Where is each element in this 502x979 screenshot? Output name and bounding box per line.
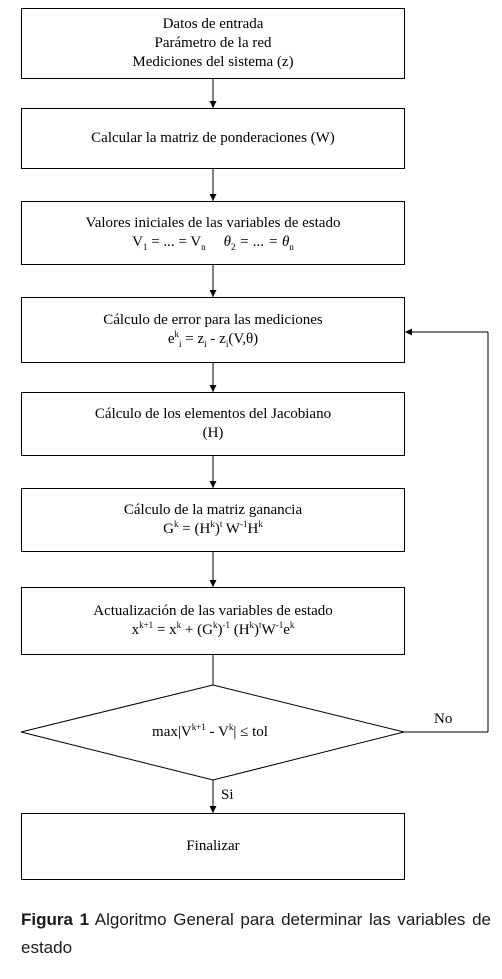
initial-eq-theta: θ bbox=[223, 234, 232, 250]
update-eq-p5-sup: t bbox=[259, 620, 262, 630]
decision-eq-b: - V bbox=[205, 724, 229, 740]
update-eq-p7-sup: k bbox=[289, 620, 295, 630]
caption-text: Algoritmo General para determinar las va… bbox=[21, 910, 491, 957]
input-line-2: Parámetro de la red bbox=[154, 35, 272, 51]
initial-eq-v-sub1: 1 bbox=[142, 242, 148, 252]
initial-eq-theta-subn: n bbox=[289, 242, 294, 252]
update-eq-x: x bbox=[131, 622, 140, 638]
initial-line-1: Valores iniciales de las variables de es… bbox=[85, 215, 341, 231]
step-input-data: Datos de entrada Parámetro de la red Med… bbox=[21, 8, 405, 79]
label-yes: Si bbox=[221, 787, 234, 803]
initial-eq-v-mid: = ... = V bbox=[147, 234, 202, 250]
error-eq-z2-sub: i bbox=[225, 339, 229, 349]
error-eq-mid2: - z bbox=[206, 331, 226, 347]
step-measurement-error: Cálculo de error para las mediciones eki… bbox=[21, 297, 405, 363]
update-eq-p6: W bbox=[261, 622, 276, 638]
update-equation: xk+1 = xk + (Gk)-1 (Hk)tW-1ek bbox=[132, 621, 295, 640]
caption-figure-number: Figura 1 bbox=[21, 910, 90, 929]
update-eq-p4-sup: k bbox=[249, 620, 255, 630]
input-line-1: Datos de entrada bbox=[162, 16, 264, 32]
error-eq-e-sup: k bbox=[174, 329, 180, 339]
gain-eq-p3-sup: -1 bbox=[239, 519, 248, 529]
decision-eq-b-sup: k bbox=[228, 722, 234, 732]
update-eq-p2: + (G bbox=[181, 622, 213, 638]
gain-eq-p2: ) bbox=[214, 521, 220, 537]
error-line-1: Cálculo de error para las mediciones bbox=[103, 312, 323, 328]
jacobian-line-1: Cálculo de los elementos del Jacobiano bbox=[94, 406, 332, 422]
jacobian-line-2: (H) bbox=[202, 425, 224, 441]
weights-line-1: Calcular la matriz de ponderaciones (W) bbox=[91, 130, 335, 146]
gain-eq-p4: H bbox=[247, 521, 259, 537]
figure-caption: Figura 1 Algoritmo General para determin… bbox=[21, 906, 491, 962]
step-initial-values: Valores iniciales de las variables de es… bbox=[21, 201, 405, 265]
update-line-1: Actualización de las variables de estado bbox=[93, 603, 333, 619]
step-update-state: Actualización de las variables de estado… bbox=[21, 587, 405, 655]
update-eq-p3: ) bbox=[217, 622, 223, 638]
update-eq-p6-sup: -1 bbox=[275, 620, 284, 630]
update-eq-p5: ) bbox=[254, 622, 260, 638]
error-eq-e-sub: i bbox=[179, 339, 182, 349]
update-eq-x-sup: k+1 bbox=[139, 620, 154, 630]
finish-line-1: Finalizar bbox=[186, 838, 240, 854]
update-eq-p1: = x bbox=[153, 622, 177, 638]
decision-eq-a: max|V bbox=[152, 724, 192, 740]
gain-eq-p1-sup: k bbox=[210, 519, 215, 529]
initial-eq-v-subn: n bbox=[201, 242, 206, 252]
error-equation: eki = zi - zi(V,θ) bbox=[168, 330, 258, 349]
update-eq-p2-sup: k bbox=[212, 620, 218, 630]
initial-eq-theta-mid: = ... = θ bbox=[235, 234, 290, 250]
error-eq-end: (V,θ) bbox=[228, 331, 259, 347]
step-gain-matrix: Cálculo de la matriz ganancia Gk = (Hk)t… bbox=[21, 488, 405, 552]
step-jacobian: Cálculo de los elementos del Jacobiano (… bbox=[21, 392, 405, 456]
step-finish: Finalizar bbox=[21, 813, 405, 880]
gain-line-1: Cálculo de la matriz ganancia bbox=[123, 502, 303, 518]
gain-equation: Gk = (Hk)t W-1Hk bbox=[163, 520, 263, 539]
update-eq-p7: e bbox=[283, 622, 290, 638]
update-eq-p3-sup: -1 bbox=[222, 620, 230, 630]
step-weight-matrix: Calcular la matriz de ponderaciones (W) bbox=[21, 108, 405, 169]
input-line-3: Mediciones del sistema (z) bbox=[132, 54, 294, 70]
error-eq-z-sub: i bbox=[204, 339, 207, 349]
initial-eq-v: V bbox=[132, 234, 143, 250]
gain-eq-p3: W bbox=[222, 521, 240, 537]
error-eq-mid1: = z bbox=[181, 331, 205, 347]
update-eq-p4: (H bbox=[229, 622, 250, 638]
update-eq-p1-sup: k bbox=[176, 620, 182, 630]
gain-eq-g: G bbox=[163, 521, 175, 537]
label-no: No bbox=[434, 711, 453, 727]
gain-eq-p1: = (H bbox=[178, 521, 211, 537]
error-eq-e: e bbox=[167, 331, 175, 347]
gain-eq-p2-sup: t bbox=[219, 519, 223, 529]
decision-eq-c: | ≤ tol bbox=[233, 724, 268, 740]
gain-eq-p4-sup: k bbox=[258, 519, 263, 529]
initial-eq-theta-sub2: 2 bbox=[231, 242, 236, 252]
decision-eq-a-sup: k+1 bbox=[191, 722, 206, 732]
decision-condition: max|Vk+1 - Vk| ≤ tol bbox=[50, 720, 370, 744]
gain-eq-g-sup: k bbox=[174, 519, 179, 529]
